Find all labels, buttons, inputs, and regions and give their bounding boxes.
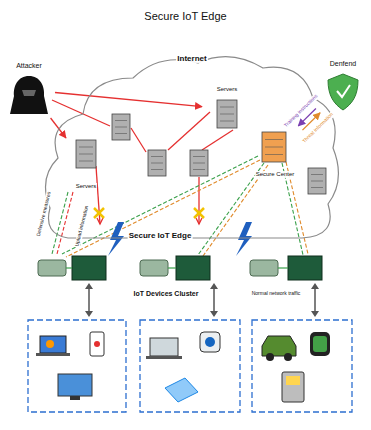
- server-slot: [193, 163, 205, 164]
- server-slot: [115, 133, 127, 134]
- device-box: [28, 320, 352, 412]
- server-slot: [265, 147, 283, 148]
- defender-icon: [328, 74, 358, 110]
- server-slot: [311, 187, 323, 188]
- attacker-node: Attacker: [3, 62, 55, 118]
- edge-gateway: [38, 256, 322, 280]
- connector: [55, 92, 202, 106]
- server-icon: [148, 150, 166, 176]
- secure-center-node: Secure Center: [246, 128, 304, 178]
- device-icon: [36, 332, 330, 402]
- link-label-wrap: Defensive measures: [36, 190, 53, 237]
- server-slot: [115, 120, 127, 121]
- server-icon: [217, 100, 237, 128]
- server-slot: [79, 161, 93, 162]
- diagram-title: Secure IoT Edge: [143, 10, 227, 23]
- link-label: Defensive measures: [36, 190, 53, 237]
- note-label-wrap: Normal network traffic: [251, 291, 302, 297]
- server-slot: [220, 114, 234, 115]
- node-label: Denfend: [329, 60, 357, 68]
- server-group: [76, 100, 326, 194]
- server-slot: [79, 147, 93, 148]
- node-label: Attacker: [15, 62, 43, 70]
- defender-node: Denfend: [318, 60, 368, 112]
- node-label: Servers: [216, 86, 239, 93]
- note-label: Normal network traffic: [251, 291, 302, 297]
- connector: [51, 118, 66, 138]
- server-slot: [265, 154, 283, 155]
- secure-links: [52, 156, 308, 257]
- server-icon: [308, 168, 326, 194]
- gateway-link: [66, 267, 288, 268]
- node-label: Internet: [176, 54, 207, 63]
- section-label-wrap: Secure IoT Edge: [128, 232, 193, 241]
- server-slot: [115, 127, 127, 128]
- double-arrow: [85, 283, 319, 317]
- server-node: Servers: [202, 86, 252, 132]
- server-icon: [262, 132, 286, 162]
- server-node: Servers: [58, 138, 114, 190]
- server-slot: [151, 169, 163, 170]
- server-slot: [220, 121, 234, 122]
- attacker-icon: [10, 76, 48, 114]
- attack-lines: [52, 100, 233, 224]
- server-slot: [151, 163, 163, 164]
- server-slot: [220, 107, 234, 108]
- server-slot: [193, 156, 205, 157]
- cloud-shape: [46, 57, 339, 238]
- section-label-wrap: IoT Devices Cluster: [133, 290, 200, 298]
- section-label: IoT Devices Cluster: [133, 290, 200, 298]
- node-label: Secure Center: [255, 171, 296, 178]
- node-label: Servers: [75, 183, 98, 190]
- server-slot: [311, 174, 323, 175]
- server-slot: [193, 169, 205, 170]
- section-label: Secure IoT Edge: [128, 232, 193, 241]
- server-icon: [112, 114, 130, 140]
- server-slot: [311, 181, 323, 182]
- server-slot: [79, 154, 93, 155]
- block-mark: [94, 208, 204, 218]
- lightning-bolt: [108, 222, 252, 256]
- server-slot: [265, 139, 283, 140]
- link-label-wrap: Upload information: [74, 204, 90, 248]
- server-icon: [76, 140, 96, 168]
- link-label: Upload information: [74, 204, 90, 248]
- title-wrap: Secure IoT Edge: [0, 6, 371, 24]
- server-slot: [151, 156, 163, 157]
- server-icon: [190, 150, 208, 176]
